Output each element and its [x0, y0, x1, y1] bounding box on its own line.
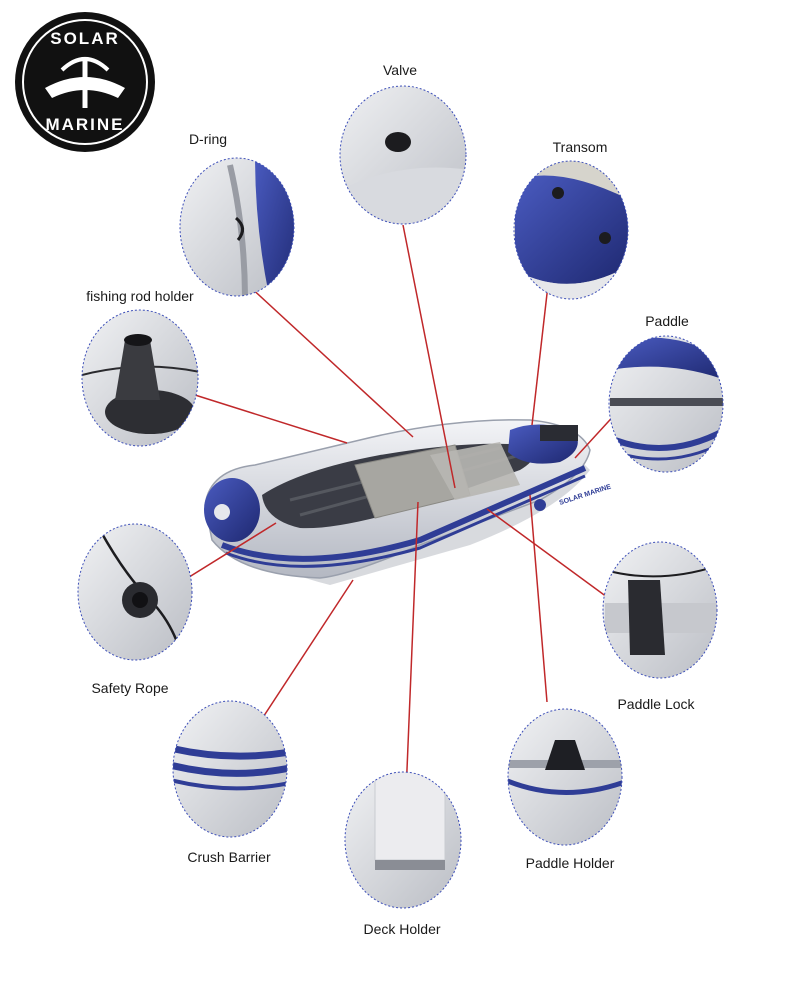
logo-top-text: SOLAR [50, 29, 120, 48]
label-crush-barrier: Crush Barrier [187, 849, 271, 865]
solar-marine-logo [15, 12, 155, 152]
label-fishing-rod-holder: fishing rod holder [86, 288, 194, 304]
callout-paddle-holder [507, 708, 623, 846]
inflatable-boat [204, 419, 591, 585]
leader-d-ring [247, 284, 414, 438]
label-d-ring: D-ring [188, 131, 228, 147]
callout-safety-rope [77, 523, 193, 661]
label-transom: Transom [552, 139, 608, 155]
label-paddle-holder: Paddle Holder [525, 855, 615, 871]
callout-d-ring [179, 157, 295, 297]
leader-transom [531, 284, 549, 426]
callout-crush-barrier [172, 700, 288, 838]
boat-hull-logo-icon [45, 57, 125, 108]
logo-bottom-text: MARINE [45, 115, 124, 134]
label-deck-holder: Deck Holder [363, 921, 441, 937]
leader-fishing-rod-holder [194, 394, 348, 444]
label-valve: Valve [383, 62, 417, 78]
label-paddle: Paddle [645, 313, 689, 329]
label-paddle-lock: Paddle Lock [617, 696, 695, 712]
callout-deck-holder [344, 771, 462, 909]
callout-valve [339, 85, 467, 225]
callout-paddle-lock [602, 541, 718, 679]
callout-fishing-rod-holder [81, 309, 199, 447]
leader-paddle-holder [529, 494, 548, 703]
valve-port [385, 132, 411, 152]
leader-valve [402, 224, 456, 489]
leader-deck-holder [404, 501, 419, 819]
label-safety-rope: Safety Rope [91, 680, 169, 696]
callout-paddle [608, 335, 724, 473]
callout-transom [513, 160, 629, 300]
